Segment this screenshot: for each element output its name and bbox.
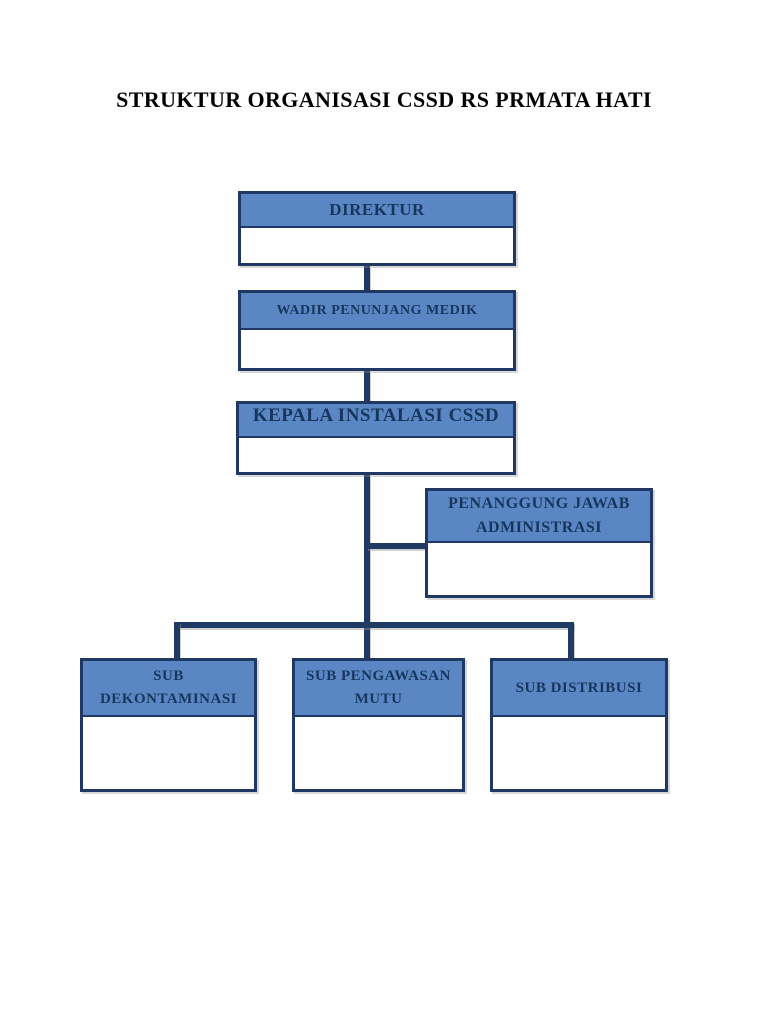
page-title-line2: RS PRMATA HATI — [460, 87, 652, 112]
org-node-sub-dekontaminasi-label-line1: SUB — [153, 668, 184, 684]
org-node-admin-label-line2: ADMINISTRASI — [475, 519, 603, 536]
org-node-wadir-body — [241, 330, 513, 368]
org-node-sub-pengawasan-mutu: SUB PENGAWASAN MUTU — [292, 658, 465, 792]
org-node-kepala-body — [239, 438, 513, 472]
page-title: STRUKTUR ORGANISASI CSSD RS PRMATA HATI — [0, 84, 768, 115]
org-node-sub-dekontaminasi-body — [83, 717, 254, 789]
connector-drop-sub-dekontaminasi — [174, 622, 180, 658]
org-node-direktur-label: DIREKTUR — [329, 200, 425, 219]
org-node-wadir-label: WADIR PENUNJANG MEDIK — [276, 302, 478, 318]
org-node-sub-pengawasan-mutu-label-line1: SUB PENGAWASAN — [306, 668, 451, 684]
org-node-sub-distribusi: SUB DISTRIBUSI — [490, 658, 668, 792]
connector-distribution-horizontal — [174, 622, 574, 628]
connector-wadir-kepala — [364, 371, 370, 403]
org-node-kepala: KEPALA INSTALASI CSSD — [236, 401, 516, 475]
org-node-sub-distribusi-label: SUB DISTRIBUSI — [515, 679, 643, 696]
org-node-admin-body — [428, 543, 650, 595]
page-title-line1: STRUKTUR ORGANISASI CSSD — [116, 87, 455, 112]
org-node-direktur-header: DIREKTUR — [241, 194, 513, 228]
org-node-sub-dekontaminasi-header: SUB DEKONTAMINASI — [83, 661, 254, 717]
org-node-sub-dekontaminasi: SUB DEKONTAMINASI — [80, 658, 257, 792]
org-node-sub-pengawasan-mutu-body — [295, 717, 462, 789]
org-node-admin-header: PENANGGUNG JAWAB ADMINISTRASI — [428, 491, 650, 543]
org-node-wadir: WADIR PENUNJANG MEDIK — [238, 290, 516, 371]
org-node-sub-distribusi-header: SUB DISTRIBUSI — [493, 661, 665, 717]
org-node-kepala-header: KEPALA INSTALASI CSSD — [239, 404, 513, 438]
connector-direktur-wadir — [364, 266, 370, 292]
org-node-sub-distribusi-body — [493, 717, 665, 789]
org-node-sub-pengawasan-mutu-header: SUB PENGAWASAN MUTU — [295, 661, 462, 717]
org-node-sub-pengawasan-mutu-label-line2: MUTU — [354, 691, 403, 707]
connector-drop-sub-distribusi — [568, 622, 574, 658]
org-node-direktur-body — [241, 228, 513, 263]
org-node-admin-label-line1: PENANGGUNG JAWAB — [448, 495, 630, 512]
org-node-direktur: DIREKTUR — [238, 191, 516, 266]
connector-branch-admin — [367, 543, 425, 549]
org-node-admin: PENANGGUNG JAWAB ADMINISTRASI — [425, 488, 653, 598]
connector-kepala-main-vertical — [364, 475, 370, 658]
org-node-sub-dekontaminasi-label-line2: DEKONTAMINASI — [99, 691, 238, 707]
org-node-kepala-label: KEPALA INSTALASI CSSD — [252, 405, 500, 426]
org-node-wadir-header: WADIR PENUNJANG MEDIK — [241, 293, 513, 330]
